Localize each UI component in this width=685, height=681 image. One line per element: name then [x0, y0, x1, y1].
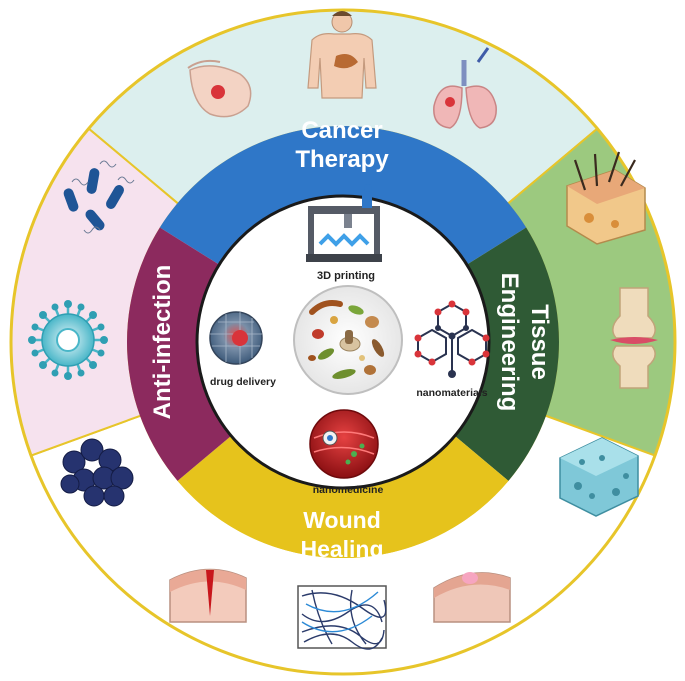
knee-joint-icon: [610, 287, 658, 389]
drug-delivery-label: drug delivery: [210, 376, 276, 388]
breast-icon: [187, 59, 252, 118]
cancer-label-line2: Therapy: [295, 146, 389, 173]
wound-label-line1: Wound: [303, 507, 381, 533]
nanoparticle-icon: [209, 311, 263, 365]
lungs-icon: [433, 47, 497, 129]
cancer-label-line1: Cancer: [301, 117, 382, 144]
molecular-network-icon: [414, 300, 490, 378]
bacteria-icon: [63, 160, 135, 234]
3d-printer-icon: [306, 184, 382, 262]
wound-label-line2: Healing: [300, 536, 383, 562]
cancer-therapy-label: Cancer Therapy: [295, 117, 389, 173]
fiber-mesh-icon: [297, 585, 387, 650]
cell-cluster-icon: [60, 438, 134, 507]
healing-skin-icon: [433, 572, 511, 623]
infection-label: Anti-infection: [149, 265, 176, 420]
tissue-label-line1: Tissue: [526, 304, 553, 380]
wound-healing-label: Wound Healing: [300, 507, 383, 562]
human-body-icon: [307, 11, 377, 99]
nanomedicine-label: nanomedicine: [313, 484, 384, 496]
3d-printing-label: 3D printing: [317, 270, 375, 282]
tissue-engineering-label: Tissue Engineering: [496, 273, 553, 412]
wound-cut-icon: [169, 568, 247, 623]
outer-rim: [9, 8, 677, 676]
scaffold-cube-icon: [559, 437, 639, 517]
nanomaterials-label: nanomaterials: [416, 387, 487, 399]
wound-band: [177, 435, 509, 559]
virus-icon: [28, 300, 108, 380]
skin-hair-icon: [566, 151, 646, 245]
blood-vessel-icon: [309, 409, 379, 479]
anti-infection-label: Anti-infection: [149, 265, 176, 420]
tissue-label-line2: Engineering: [496, 273, 523, 412]
herbal-plate-icon: [293, 285, 403, 395]
middle-ring: [127, 126, 559, 559]
